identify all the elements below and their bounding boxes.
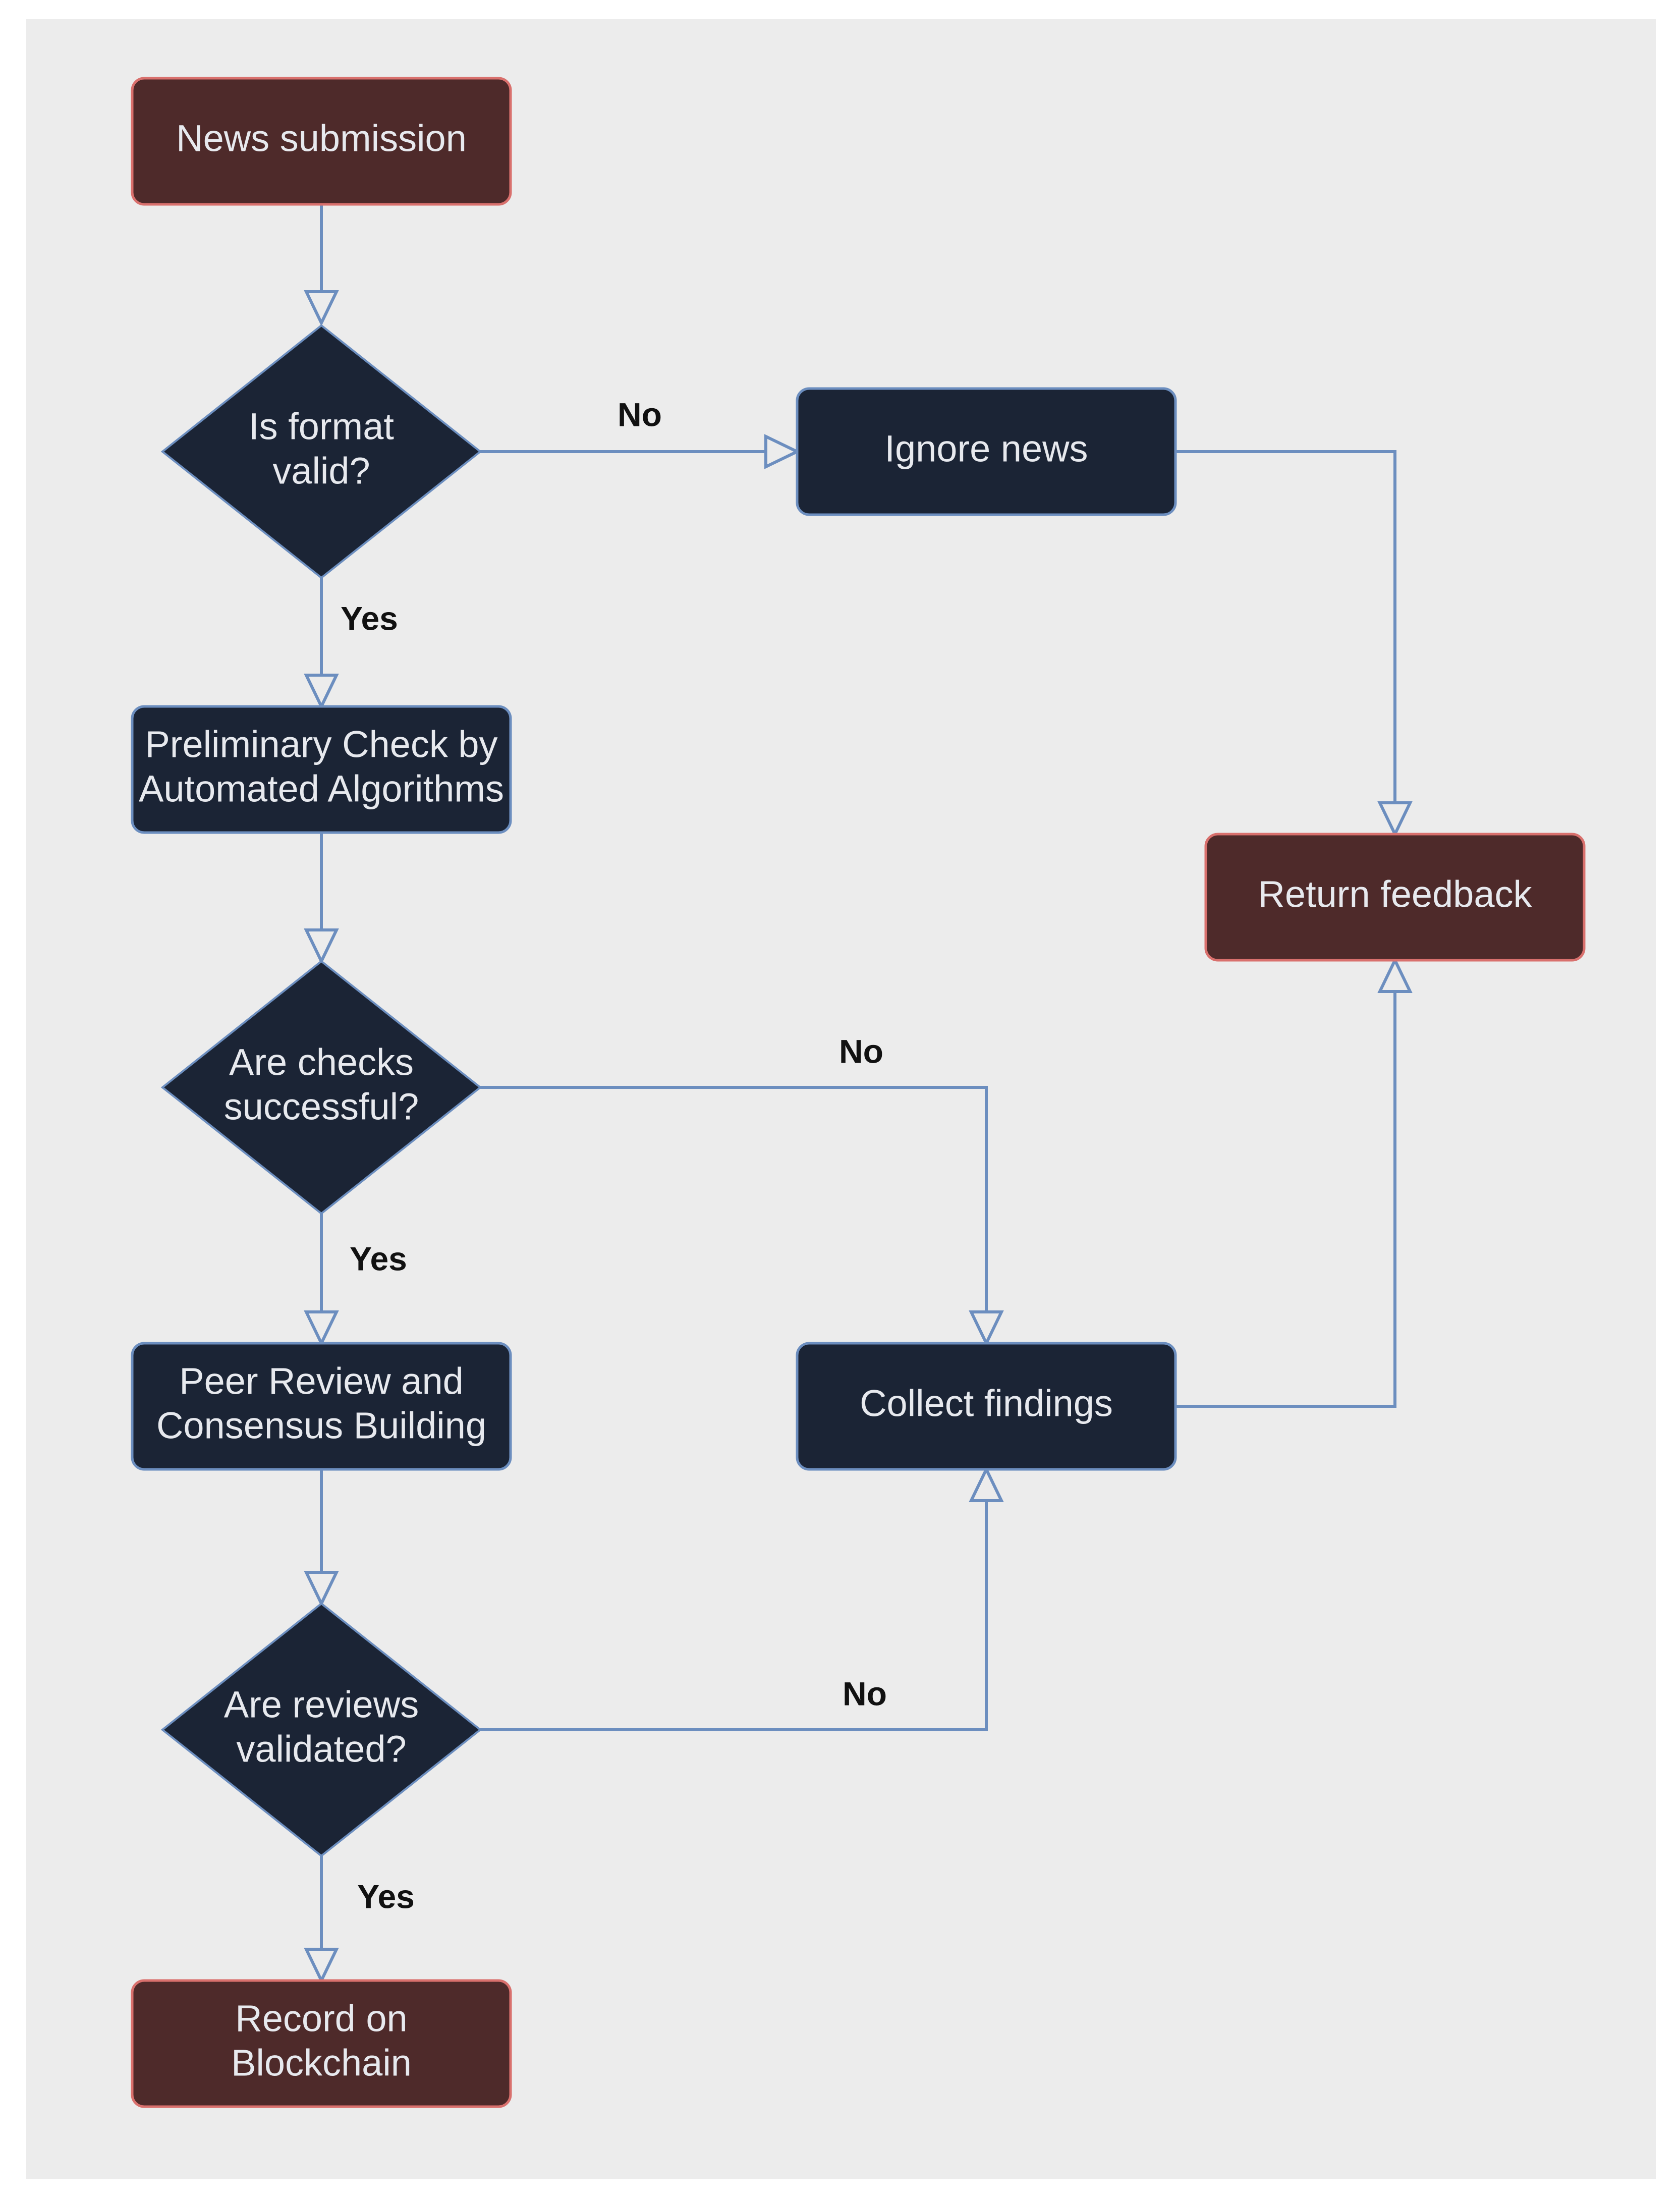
connector-line xyxy=(480,1501,988,1731)
node-news-submission: News submission xyxy=(131,77,512,206)
edge-label-yes: Yes xyxy=(341,599,398,637)
edge-preliminary-check-to-are-checks-successful xyxy=(304,833,339,965)
connectors-layer xyxy=(304,204,1413,1984)
edge-is-format-valid-to-ignore-news xyxy=(480,434,801,469)
node-label-line: Return feedback xyxy=(1258,873,1532,915)
node-label-line: News submission xyxy=(176,118,467,159)
arrowhead-icon xyxy=(1377,957,1413,993)
edge-are-reviews-validated-to-collect-findings xyxy=(480,1466,1004,1731)
process-box xyxy=(796,1342,1177,1471)
arrowhead-icon xyxy=(304,1571,339,1607)
node-label-line: Is format xyxy=(249,406,394,448)
node-label-line: successful? xyxy=(224,1086,419,1128)
arrowhead-icon xyxy=(304,1310,339,1347)
terminal-box xyxy=(131,77,512,206)
node-label-line: Are reviews xyxy=(224,1684,419,1726)
terminal-box xyxy=(1204,833,1586,962)
connector-line xyxy=(480,1086,988,1312)
edge-are-reviews-validated-to-record-on-blockchain xyxy=(304,1856,339,1984)
edge-are-checks-successful-to-collect-findings xyxy=(480,1086,1004,1347)
edge-label-yes: Yes xyxy=(350,1240,407,1277)
terminal-box xyxy=(131,1979,512,2108)
node-return-feedback: Return feedback xyxy=(1204,833,1586,962)
node-label-line: valid? xyxy=(272,450,370,492)
edge-label-no: No xyxy=(843,1675,887,1712)
node-label-line: Blockchain xyxy=(231,2042,412,2084)
node-label-line: Peer Review and xyxy=(179,1360,464,1402)
decision-diamond xyxy=(160,960,482,1215)
arrowhead-icon xyxy=(764,434,801,469)
node-label-line: Are checks xyxy=(229,1041,414,1083)
process-box xyxy=(131,705,512,834)
edge-peer-review-to-are-reviews-validated xyxy=(304,1469,339,1607)
node-label-line: Automated Algorithms xyxy=(139,768,504,810)
arrowhead-icon xyxy=(304,928,339,965)
edge-ignore-news-to-return-feedback xyxy=(1175,450,1413,838)
arrowhead-icon xyxy=(969,1466,1004,1502)
edge-collect-findings-to-return-feedback xyxy=(1175,957,1413,1408)
arrowhead-icon xyxy=(304,674,339,710)
arrowhead-icon xyxy=(304,290,339,326)
node-label-line: Record on xyxy=(235,1998,407,2040)
decision-diamond xyxy=(160,1602,482,1857)
edge-news-submission-to-is-format-valid xyxy=(304,204,339,326)
connector-line xyxy=(1175,992,1396,1408)
arrowhead-icon xyxy=(969,1310,1004,1347)
node-label-line: Ignore news xyxy=(884,428,1088,470)
node-collect-findings: Collect findings xyxy=(796,1342,1177,1471)
node-label-line: Preliminary Check by xyxy=(145,724,497,765)
connector-line xyxy=(1175,450,1396,803)
node-label-line: validated? xyxy=(236,1728,406,1770)
process-box xyxy=(796,387,1177,516)
process-box xyxy=(131,1342,512,1471)
edge-label-yes: Yes xyxy=(357,1878,415,1915)
arrowhead-icon xyxy=(1377,801,1413,838)
node-label-line: Collect findings xyxy=(860,1383,1113,1424)
edge-are-checks-successful-to-peer-review xyxy=(304,1214,339,1347)
edge-label-no: No xyxy=(839,1032,883,1070)
node-ignore-news: Ignore news xyxy=(796,387,1177,516)
node-label-line: Consensus Building xyxy=(156,1405,486,1447)
edge-is-format-valid-to-preliminary-check xyxy=(304,578,339,710)
arrowhead-icon xyxy=(304,1948,339,1984)
decision-diamond xyxy=(160,324,482,579)
edge-label-no: No xyxy=(618,396,662,433)
